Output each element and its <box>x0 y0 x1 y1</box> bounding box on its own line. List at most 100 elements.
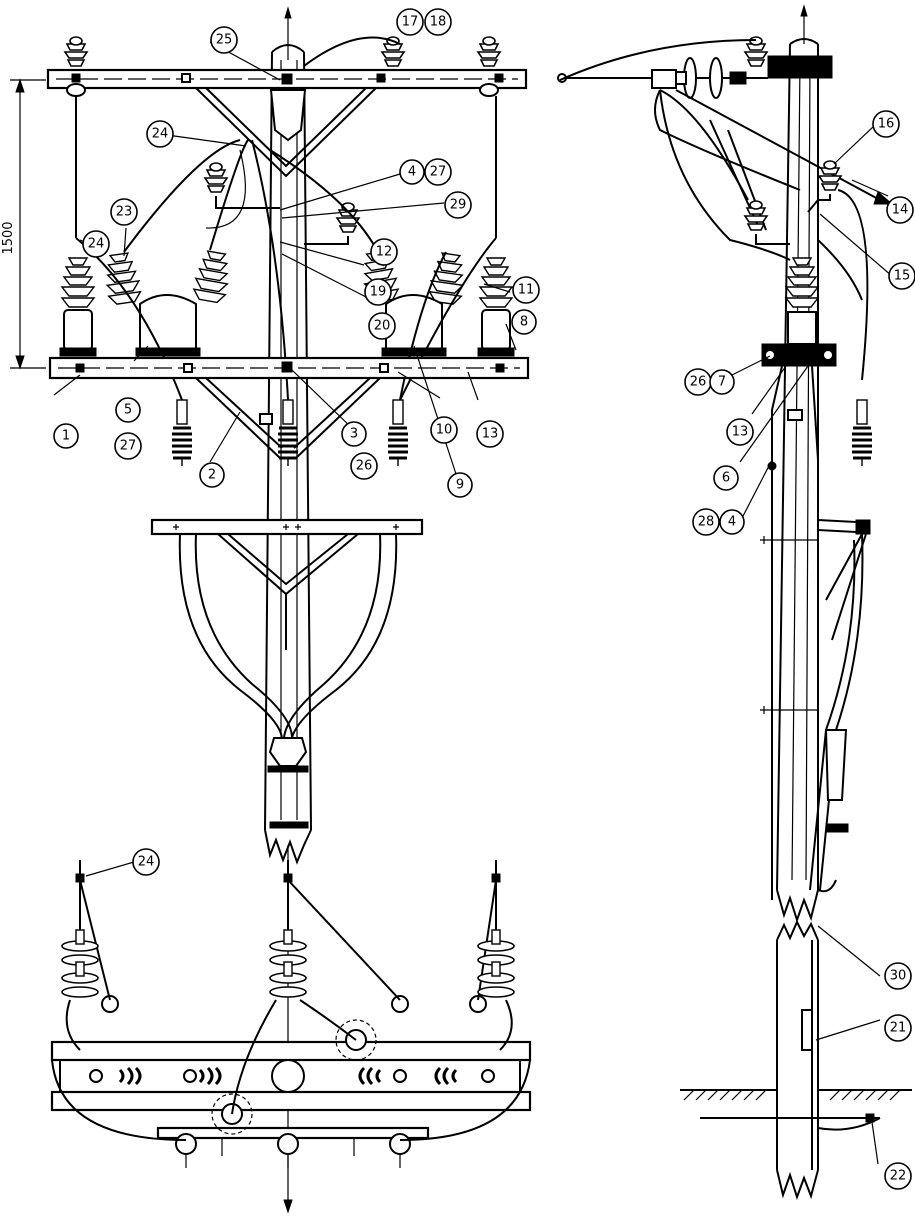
callout-c23: 23 <box>110 198 138 226</box>
left-switch-unit <box>59 249 234 357</box>
callout-c15: 15 <box>888 262 915 290</box>
callout-label: 26 <box>690 375 707 390</box>
callout-circle <box>692 508 720 536</box>
callout-circle <box>713 465 739 491</box>
callout-label: 6 <box>722 471 730 486</box>
callout-label: 7 <box>718 375 726 390</box>
callout-label: 2 <box>208 468 216 483</box>
callout-c22: 22 <box>884 1162 912 1190</box>
callout-label: 21 <box>890 1021 907 1036</box>
callout-c2: 2 <box>199 462 225 488</box>
callout-circle <box>199 462 225 488</box>
callout-circle <box>884 962 912 990</box>
callout-c30: 30 <box>884 962 912 990</box>
callout-circle <box>884 1014 912 1042</box>
callout-circle <box>341 421 367 447</box>
callout-label: 4 <box>728 515 736 530</box>
callout-c9: 9 <box>447 472 473 498</box>
callout-circle <box>399 159 425 185</box>
callout-label: 4 <box>408 165 416 180</box>
callout-circle <box>132 848 160 876</box>
callout-c14: 14 <box>886 196 914 224</box>
callout-circle <box>872 110 900 138</box>
callout-label: 16 <box>878 117 895 132</box>
callout-circle <box>444 191 472 219</box>
callout-label: 30 <box>890 969 907 984</box>
callout-c8: 8 <box>511 309 537 335</box>
callout-label: 5 <box>124 403 132 418</box>
callout-circle <box>424 8 452 36</box>
callout-circle <box>370 238 398 266</box>
callout-circle <box>884 1162 912 1190</box>
callout-label: 9 <box>456 478 464 493</box>
callout-label: 24 <box>88 237 105 252</box>
callout-circle <box>511 309 537 335</box>
callout-c18: 18 <box>424 8 452 36</box>
callout-c6: 6 <box>713 465 739 491</box>
callout-label: 22 <box>890 1169 907 1184</box>
callout-c4a: 4 <box>399 159 425 185</box>
callout-circle <box>888 262 915 290</box>
callout-c16: 16 <box>872 110 900 138</box>
callout-c24c: 24 <box>132 848 160 876</box>
callout-label: 20 <box>374 319 391 334</box>
callout-circle <box>709 369 735 395</box>
callout-c29: 29 <box>444 191 472 219</box>
callout-label: 19 <box>370 285 387 300</box>
callout-c17: 17 <box>396 8 424 36</box>
callout-circle <box>364 278 392 306</box>
callout-c21: 21 <box>884 1014 912 1042</box>
callout-c28: 28 <box>692 508 720 536</box>
callout-c3: 3 <box>341 421 367 447</box>
callout-c26a: 26 <box>350 452 378 480</box>
callout-circle <box>430 416 458 444</box>
callout-label: 24 <box>152 127 169 142</box>
callout-label: 10 <box>436 423 453 438</box>
callout-c24b: 24 <box>82 230 110 258</box>
callout-c12: 12 <box>370 238 398 266</box>
callout-c4b: 4 <box>719 509 745 535</box>
callout-circle <box>110 198 138 226</box>
strain-insulator-string <box>557 57 768 99</box>
plan-view <box>50 860 532 1214</box>
callout-circle <box>512 276 540 304</box>
callout-label: 12 <box>376 245 393 260</box>
callout-label: 13 <box>732 425 749 440</box>
callout-label: 15 <box>894 269 911 284</box>
callout-c25: 25 <box>210 26 238 54</box>
callout-label: 25 <box>216 33 233 48</box>
callout-c26b: 26 <box>684 368 712 396</box>
callout-c7: 7 <box>709 369 735 395</box>
callout-label: 27 <box>120 439 137 454</box>
callout-c24a: 24 <box>146 120 174 148</box>
callout-c10: 10 <box>430 416 458 444</box>
callout-label: 24 <box>138 855 155 870</box>
callout-circle <box>476 420 504 448</box>
callout-circle <box>115 397 141 423</box>
callout-label: 18 <box>430 15 447 30</box>
callout-circle <box>146 120 174 148</box>
callout-circle <box>350 452 378 480</box>
callout-circle <box>886 196 914 224</box>
callout-label: 27 <box>430 165 447 180</box>
callout-circle <box>726 418 754 446</box>
callout-circle <box>719 509 745 535</box>
callout-label: 23 <box>116 205 133 220</box>
callout-circle <box>424 158 452 186</box>
callout-c27b: 27 <box>114 432 142 460</box>
callout-circle <box>114 432 142 460</box>
front-elevation-view: 1500 <box>1 6 532 1214</box>
callout-circle <box>210 26 238 54</box>
callout-label: 17 <box>402 15 419 30</box>
callout-circle <box>53 423 79 449</box>
callout-label: 29 <box>450 198 467 213</box>
callout-label: 1 <box>62 429 70 444</box>
callout-c13a: 13 <box>476 420 504 448</box>
callout-c27a: 27 <box>424 158 452 186</box>
side-elevation-view <box>557 4 912 1201</box>
callout-c5: 5 <box>115 397 141 423</box>
callout-circle <box>82 230 110 258</box>
right-switch-unit <box>358 249 515 357</box>
